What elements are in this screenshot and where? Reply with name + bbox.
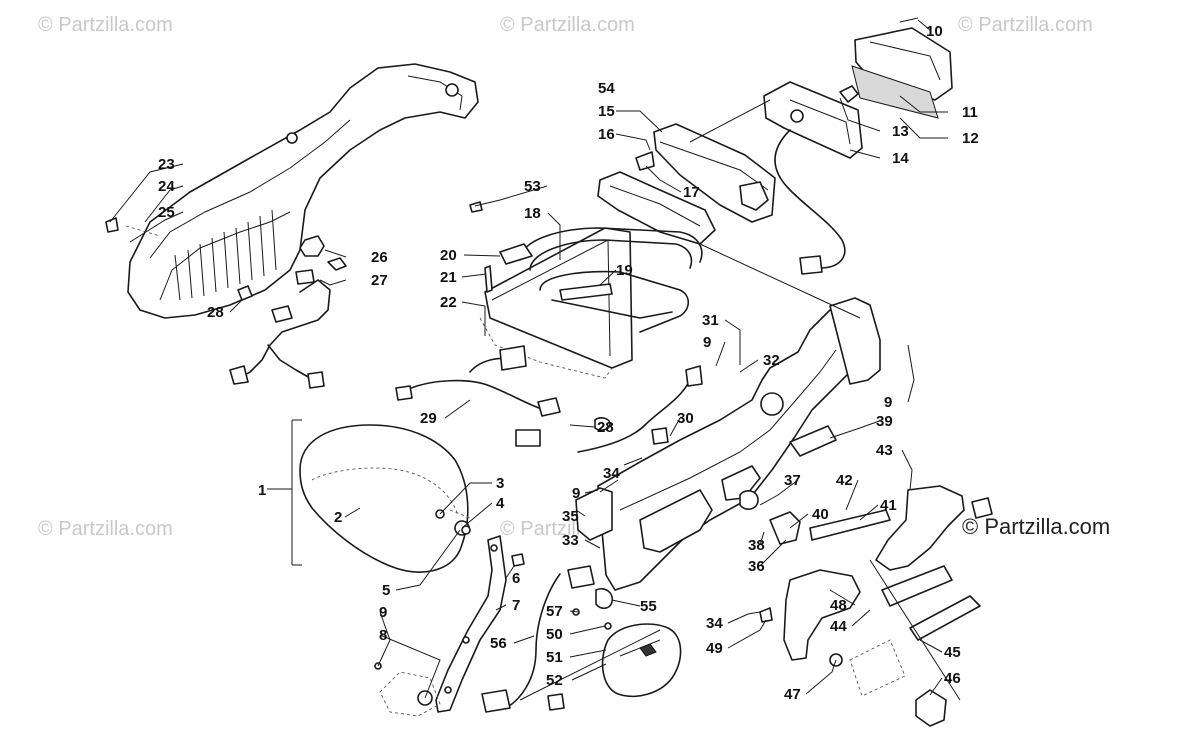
callout-41: 41 [880, 497, 897, 514]
callout-6: 6 [512, 570, 520, 587]
callout-51: 51 [546, 649, 563, 666]
callout-24: 24 [158, 178, 175, 195]
callout-36: 36 [748, 558, 765, 575]
left-panel-ribs [174, 209, 277, 301]
callout-48: 48 [830, 597, 847, 614]
passenger-seat [291, 419, 471, 573]
backrest-bracket [374, 535, 525, 717]
callout-9d: 9 [572, 485, 580, 502]
right-footrest [759, 565, 981, 727]
backrest-pad [481, 565, 682, 713]
callout-30: 30 [677, 410, 694, 427]
callout-2: 2 [334, 509, 342, 526]
callout-15: 15 [598, 103, 615, 120]
callout-23: 23 [158, 156, 175, 173]
callout-13: 13 [892, 123, 909, 140]
callout-43: 43 [876, 442, 893, 459]
callout-35: 35 [562, 508, 579, 525]
callout-53: 53 [524, 178, 541, 195]
callout-9a: 9 [379, 604, 387, 621]
callout-10: 10 [926, 23, 943, 40]
callout-34b: 34 [706, 615, 723, 632]
callout-45: 45 [944, 644, 961, 661]
callout-29: 29 [420, 410, 437, 427]
callout-28b: 28 [597, 419, 614, 436]
callout-22: 22 [440, 294, 457, 311]
callout-34a: 34 [603, 465, 620, 482]
callout-37: 37 [784, 472, 801, 489]
watermark-top-center: © Partzilla.com [500, 14, 635, 36]
callout-17: 17 [683, 184, 700, 201]
callout-39: 39 [876, 413, 893, 430]
callout-42: 42 [836, 472, 853, 489]
callout-14: 14 [892, 150, 909, 167]
watermark-bottom-right: © Partzilla.com [962, 514, 1111, 539]
callout-9b: 9 [703, 334, 711, 351]
callout-7: 7 [512, 597, 520, 614]
callout-20: 20 [440, 247, 457, 264]
callout-52: 52 [546, 672, 563, 689]
callout-19: 19 [616, 262, 633, 279]
callout-3: 3 [496, 475, 504, 492]
callout-44: 44 [830, 618, 847, 635]
callout-leaders [109, 19, 948, 699]
right-grab-handle [789, 297, 993, 571]
callout-27: 27 [371, 272, 388, 289]
callout-26: 26 [371, 249, 388, 266]
callout-12: 12 [962, 130, 979, 147]
callout-55: 55 [640, 598, 657, 615]
left-wiring-harness [229, 269, 331, 389]
callout-40: 40 [812, 506, 829, 523]
callout-38: 38 [748, 537, 765, 554]
callout-50: 50 [546, 626, 563, 643]
watermark-top-right: © Partzilla.com [958, 14, 1093, 36]
callout-16: 16 [598, 126, 615, 143]
callout-32: 32 [763, 352, 780, 369]
callout-labels: 1 2 3 4 5 6 7 9 8 10 11 12 13 14 54 15 1… [158, 23, 979, 703]
callout-5: 5 [382, 582, 390, 599]
callout-11: 11 [962, 104, 978, 121]
callout-18: 18 [524, 205, 541, 222]
callout-57: 57 [546, 603, 563, 620]
callout-21: 21 [440, 269, 457, 286]
callout-9c: 9 [884, 394, 892, 411]
watermark-top-left: © Partzilla.com [38, 14, 173, 36]
callout-4: 4 [496, 495, 505, 512]
callout-47: 47 [784, 686, 801, 703]
left-side-panel [105, 63, 479, 319]
callout-56: 56 [490, 635, 507, 652]
callout-33: 33 [562, 532, 579, 549]
callout-28a: 28 [207, 304, 224, 321]
taillight-assembly [635, 17, 953, 275]
center-wiring-harness [395, 345, 703, 453]
rear-frame [575, 301, 869, 591]
rear-rack [469, 171, 716, 379]
callout-8: 8 [379, 627, 387, 644]
callout-49: 49 [706, 640, 723, 657]
callout-31: 31 [702, 312, 719, 329]
callout-54: 54 [598, 80, 615, 97]
callout-46: 46 [944, 670, 961, 687]
callout-25: 25 [158, 204, 175, 221]
watermark-mid-left: © Partzilla.com [38, 518, 173, 540]
callout-1: 1 [258, 482, 266, 499]
